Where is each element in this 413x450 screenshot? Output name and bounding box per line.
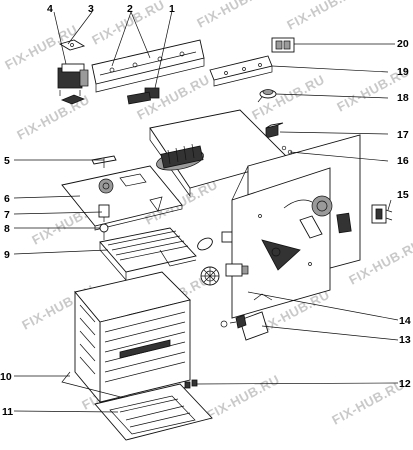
watermark: FIX-HUB.RU bbox=[284, 0, 362, 33]
part-back-panel bbox=[231, 134, 361, 319]
callout-20: 20 bbox=[397, 38, 409, 50]
watermark: FIX-HUB.RU bbox=[329, 377, 407, 428]
callout-19: 19 bbox=[397, 66, 409, 78]
part-15-switch-block bbox=[371, 204, 393, 224]
part-12-clips bbox=[184, 379, 198, 389]
part-fan-wheel bbox=[200, 266, 220, 286]
callout-10: 10 bbox=[0, 371, 12, 383]
callout-14: 14 bbox=[399, 315, 411, 327]
part-4-relay-block bbox=[57, 63, 89, 105]
fan-cylinder bbox=[160, 143, 204, 169]
callout-9: 9 bbox=[4, 249, 10, 261]
part-terminal-block bbox=[225, 263, 249, 277]
callout-3: 3 bbox=[88, 3, 94, 15]
callout-labels: 1 2 3 4 5 6 7 8 9 10 11 12 13 14 15 16 1… bbox=[0, 3, 411, 418]
callout-5: 5 bbox=[4, 155, 10, 167]
callout-7: 7 bbox=[4, 209, 10, 221]
callout-2: 2 bbox=[127, 3, 133, 15]
part-8-lamp bbox=[99, 223, 109, 240]
callout-12: 12 bbox=[399, 378, 411, 390]
part-5-clip bbox=[91, 155, 117, 168]
part-17-motor bbox=[265, 122, 284, 139]
callout-8: 8 bbox=[4, 223, 10, 235]
callout-15: 15 bbox=[397, 189, 409, 201]
callout-13: 13 bbox=[399, 334, 411, 346]
part-11-bottom-plate bbox=[94, 383, 213, 441]
part-1-switch bbox=[127, 87, 160, 105]
part-9-heating-element bbox=[99, 227, 197, 281]
part-20-connector bbox=[271, 37, 295, 53]
callout-18: 18 bbox=[397, 92, 409, 104]
part-13-fan-motor bbox=[220, 293, 273, 341]
callout-16: 16 bbox=[397, 155, 409, 167]
leader-lines bbox=[13, 10, 399, 413]
part-19-bracket bbox=[209, 55, 273, 87]
part-lamp-bulb bbox=[197, 237, 213, 251]
part-3-plate bbox=[58, 39, 86, 51]
callout-1: 1 bbox=[169, 3, 175, 15]
callout-11: 11 bbox=[2, 406, 13, 418]
watermark: FIX-HUB.RU bbox=[194, 0, 272, 31]
part-7-lamp-holder bbox=[98, 204, 110, 222]
callout-6: 6 bbox=[4, 193, 10, 205]
part-18-thermostat bbox=[257, 89, 277, 103]
callout-17: 17 bbox=[397, 129, 409, 141]
part-6-top-plate bbox=[61, 165, 183, 231]
watermark: FIX-HUB.RU bbox=[204, 372, 282, 423]
watermark: FIX-HUB.RU bbox=[249, 72, 327, 123]
part-control-panel bbox=[91, 39, 205, 93]
part-10-oven-cavity bbox=[61, 271, 191, 404]
callout-4: 4 bbox=[47, 3, 53, 15]
